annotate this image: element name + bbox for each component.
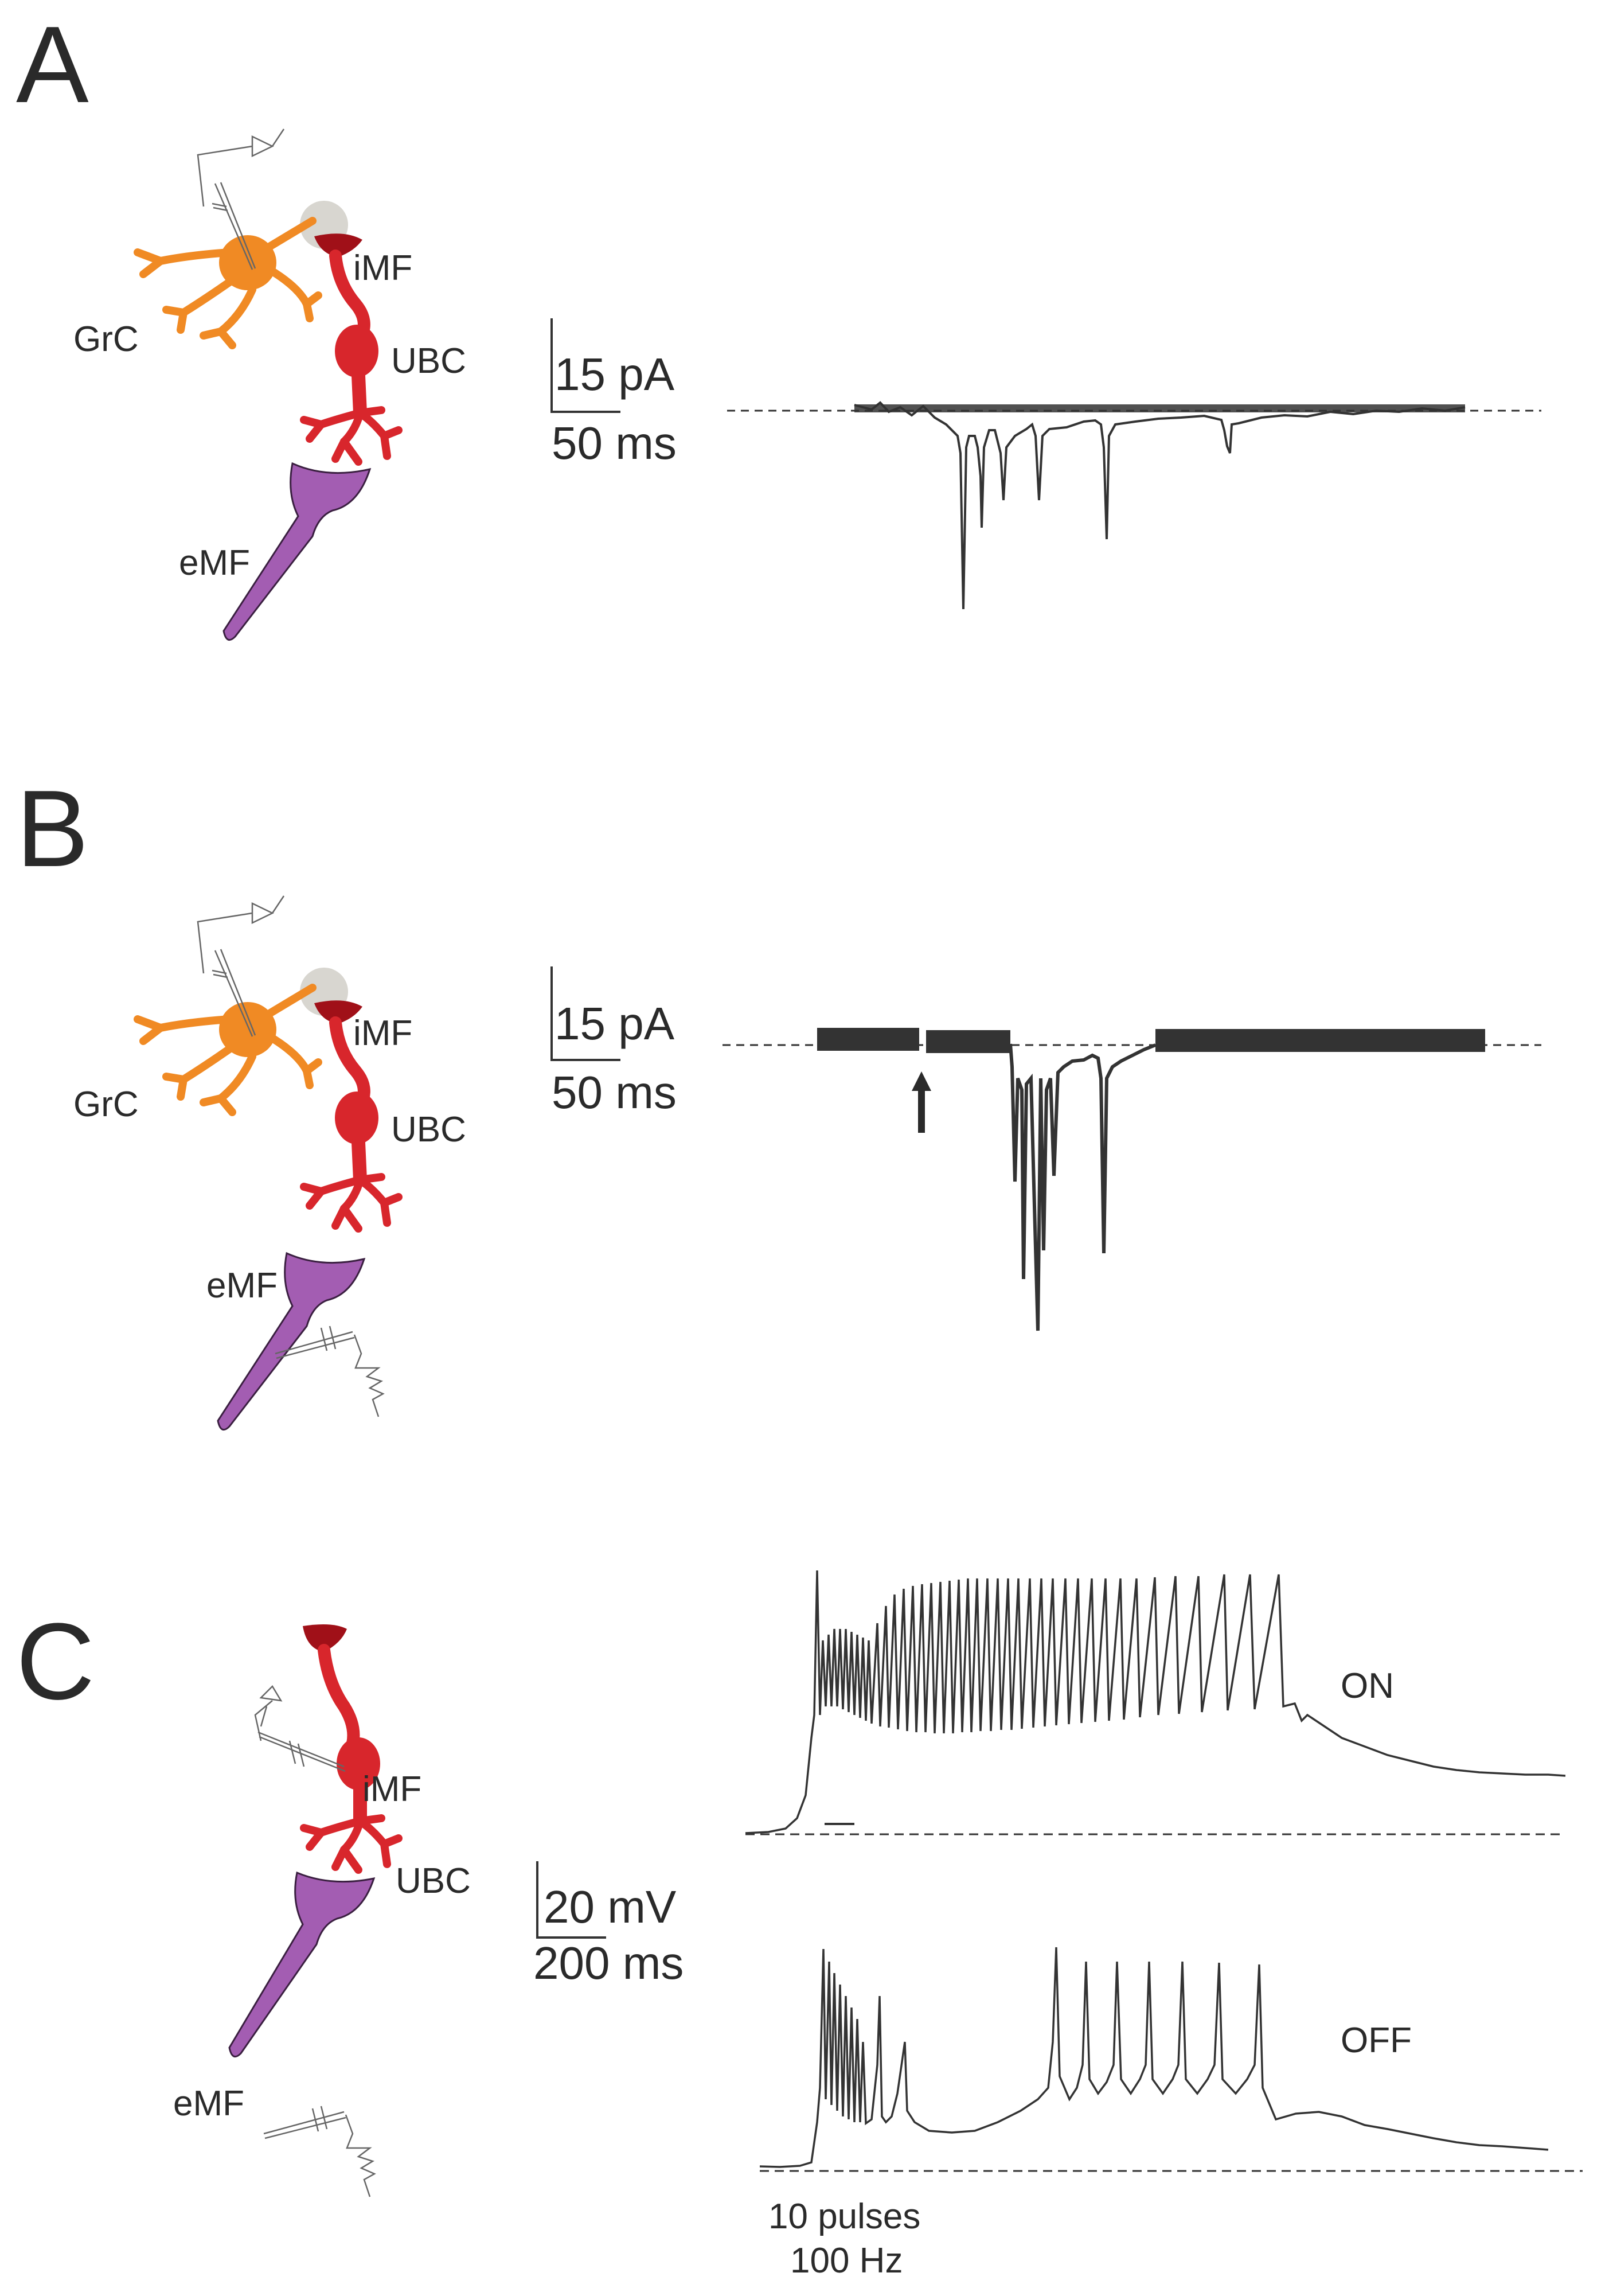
- label-grc: GrC: [73, 1085, 139, 1124]
- stimulus-label-pulses: 10 pulses: [768, 2197, 920, 2236]
- trace-on: [745, 1570, 1566, 1834]
- trace-b: [817, 1028, 1485, 1331]
- panel-c-schematic: [228, 1624, 403, 2197]
- label-grc: GrC: [73, 319, 139, 359]
- trace-label-off: OFF: [1341, 2021, 1412, 2060]
- scale-amplitude-c: 20 mV: [544, 1881, 677, 1932]
- label-ubc: UBC: [396, 1861, 471, 1901]
- label-ubc: UBC: [391, 341, 466, 381]
- panel-label-b: B: [16, 768, 89, 890]
- trace-a: [854, 401, 1466, 610]
- stimulating-electrode-icon: [275, 1326, 385, 1417]
- label-emf: eMF: [206, 1266, 278, 1305]
- panel-a-schematic: [138, 128, 399, 641]
- arrow-up-icon: [912, 1071, 931, 1133]
- scale-time-a: 50 ms: [552, 418, 677, 469]
- ubc-soma-icon: [337, 1737, 380, 1790]
- scale-amplitude-b: 15 pA: [554, 998, 675, 1049]
- stimulus-label-frequency: 100 Hz: [790, 2241, 903, 2281]
- recording-electrode-icon: [254, 1685, 346, 1772]
- panel-b-schematic: [138, 895, 399, 1431]
- panel-a-scale-bar: [550, 318, 620, 413]
- scale-time-c: 200 ms: [533, 1938, 684, 1989]
- trace-label-on: ON: [1341, 1666, 1394, 1706]
- scale-time-b: 50 ms: [552, 1067, 677, 1118]
- emf-fiber-icon: [228, 1871, 376, 2058]
- label-ubc: UBC: [391, 1110, 466, 1149]
- panel-b-scale-bar: [550, 966, 620, 1061]
- granule-cell-icon: [138, 221, 318, 345]
- granule-cell-icon: [138, 988, 318, 1112]
- imf-terminal-icon: [303, 1624, 347, 1652]
- trace-off: [759, 1947, 1549, 2168]
- label-imf: iMF: [353, 248, 412, 288]
- panel-c-scale-bar: [536, 1861, 606, 1939]
- ubc-brush-icon: [300, 1814, 403, 1874]
- label-emf: eMF: [173, 2084, 244, 2123]
- panel-label-c: C: [16, 1601, 95, 1722]
- label-emf: eMF: [179, 543, 250, 583]
- scale-amplitude-a: 15 pA: [554, 349, 675, 400]
- stimulating-electrode-icon: [263, 2106, 376, 2197]
- label-imf: iMF: [362, 1769, 421, 1809]
- label-imf: iMF: [353, 1013, 412, 1053]
- panel-label-a: A: [16, 4, 89, 126]
- ubc-axon-icon: [318, 1644, 360, 1756]
